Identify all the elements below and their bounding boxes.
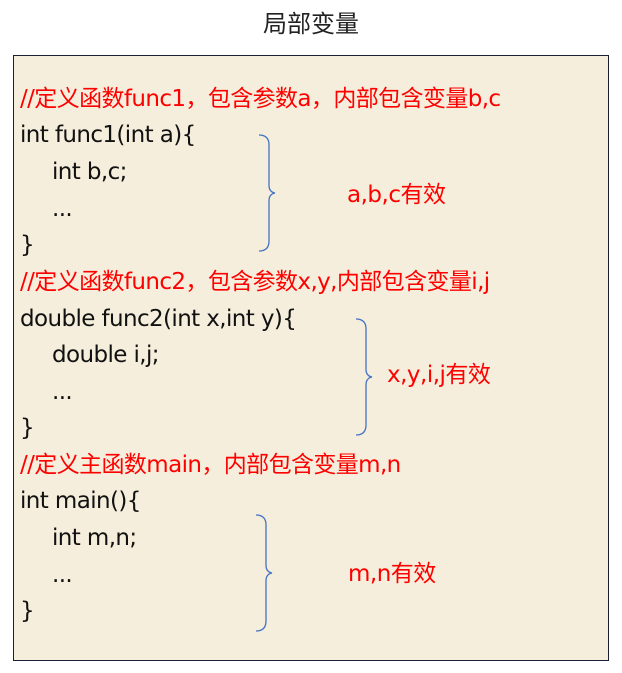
scope-note-main: m,n有效 [348, 561, 436, 587]
right-brace-icon [355, 318, 373, 436]
code-line-func2-signature: double func2(int x,int y){ [20, 306, 297, 332]
code-line-main-decl: int m,n; [52, 525, 137, 551]
comment-main: //定义主函数main，内部包含变量m,n [20, 452, 401, 478]
code-line-main-signature: int main(){ [20, 488, 141, 514]
comment-func1: //定义函数func1，包含参数a，内部包含变量b,c [20, 86, 501, 112]
code-line-func1-signature: int func1(int a){ [20, 122, 196, 148]
code-line-func1-close: } [20, 232, 35, 258]
code-line-func1-decl: int b,c; [52, 159, 127, 185]
comment-func2: //定义函数func2，包含参数x,y,内部包含变量i,j [20, 269, 490, 295]
right-brace-icon [255, 514, 273, 632]
code-line-func2-close: } [20, 415, 35, 441]
code-line-func2-decl: double i,j; [52, 342, 160, 368]
code-line-func1-ellipsis: ... [52, 196, 73, 222]
code-panel: //定义函数func1，包含参数a，内部包含变量b,c int func1(in… [13, 55, 609, 661]
code-line-func2-ellipsis: ... [52, 379, 73, 405]
right-brace-icon [258, 134, 276, 252]
diagram-title: 局部变量 [263, 10, 359, 38]
code-line-main-close: } [20, 598, 35, 624]
code-line-main-ellipsis: ... [52, 562, 73, 588]
scope-note-func1: a,b,c有效 [347, 182, 446, 208]
scope-note-func2: x,y,i,j有效 [387, 362, 491, 388]
